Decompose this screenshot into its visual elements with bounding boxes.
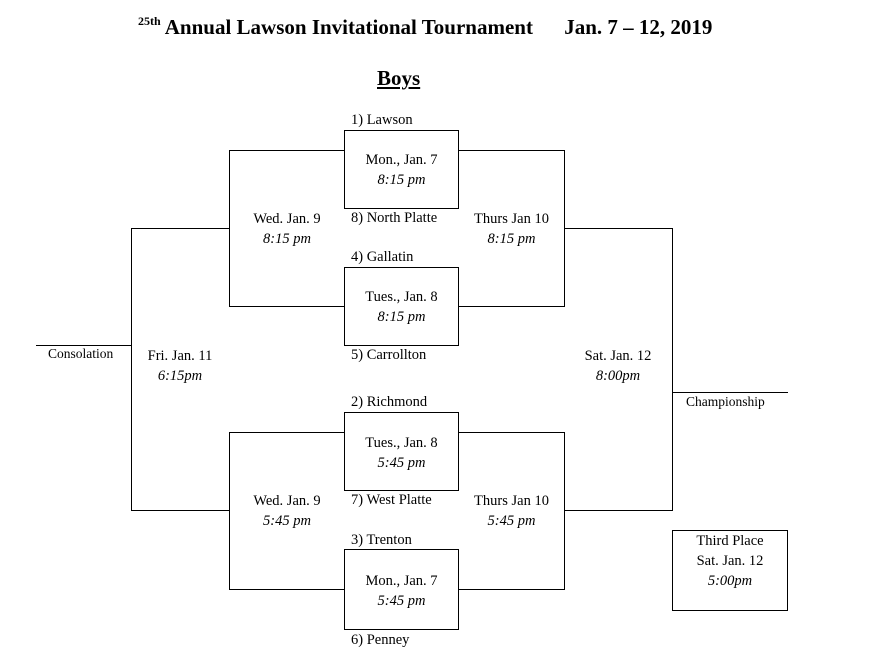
line <box>229 306 344 307</box>
game-time: 5:45 pm <box>377 593 426 609</box>
game-day: Thurs Jan 10 <box>474 211 549 227</box>
line <box>131 228 229 229</box>
game-consolation: Fri. Jan. 11 6:15pm <box>132 346 228 386</box>
game-third-place: Third Place Sat. Jan. 12 5:00pm <box>672 531 788 591</box>
game-time: 6:15pm <box>157 368 203 384</box>
game-day: Sat. Jan. 12 <box>696 553 764 569</box>
team-seed-5: 5) Carrollton <box>351 347 427 363</box>
game-box-first-3 <box>344 412 459 491</box>
line <box>229 150 344 151</box>
team-seed-3: 3) Trenton <box>351 532 412 548</box>
page-title: 25th Annual Lawson Invitational Tourname… <box>138 14 712 40</box>
line <box>459 589 564 590</box>
game-time: 8:00pm <box>595 368 641 384</box>
game-championship: Sat. Jan. 12 8:00pm <box>566 346 670 386</box>
line <box>564 228 672 229</box>
game-time: 5:00pm <box>707 573 753 589</box>
game-day: Mon., Jan. 7 <box>365 152 438 168</box>
game-day: Fri. Jan. 11 <box>147 348 213 364</box>
game-time: 5:45 pm <box>487 513 536 529</box>
game-cons-semi-bottom: Wed. Jan. 9 5:45 pm <box>231 491 343 531</box>
championship-label: Championship <box>686 394 765 409</box>
line <box>229 432 344 433</box>
game-day: Sat. Jan. 12 <box>584 348 652 364</box>
title-dates: Jan. 7 – 12, 2019 <box>564 15 713 39</box>
line <box>131 228 132 511</box>
game-box-first-2 <box>344 267 459 346</box>
game-time: 5:45 pm <box>377 455 426 471</box>
game-day: Thurs Jan 10 <box>474 493 549 509</box>
team-seed-1: 1) Lawson <box>351 112 413 128</box>
consolation-label: Consolation <box>48 346 114 361</box>
game-cons-semi-top: Wed. Jan. 9 8:15 pm <box>231 209 343 249</box>
game-time: 8:15 pm <box>377 172 426 188</box>
line <box>564 432 565 590</box>
game-day: Mon., Jan. 7 <box>365 573 438 589</box>
line <box>229 432 230 590</box>
game-time: 8:15 pm <box>263 231 311 247</box>
third-place-box <box>672 530 788 611</box>
team-seed-7: 7) West Platte <box>351 492 432 508</box>
line <box>459 432 564 433</box>
game-semi-bottom: Thurs Jan 10 5:45 pm <box>460 491 563 531</box>
line <box>229 150 230 307</box>
team-seed-6: 6) Penney <box>351 632 410 648</box>
team-seed-2: 2) Richmond <box>351 394 428 410</box>
game-day: Wed. Jan. 9 <box>253 493 321 509</box>
line <box>229 589 344 590</box>
game-time: 8:15 pm <box>377 309 426 325</box>
game-box-first-1 <box>344 130 459 209</box>
game-semi-top: Thurs Jan 10 8:15 pm <box>460 209 563 249</box>
line <box>36 345 131 346</box>
line <box>459 150 564 151</box>
game-day: Wed. Jan. 9 <box>253 211 321 227</box>
title-ordinal: 25th <box>138 14 161 28</box>
line <box>564 510 672 511</box>
division-heading: Boys <box>377 66 421 90</box>
game-day: Tues., Jan. 8 <box>365 289 438 305</box>
third-place-label: Third Place <box>696 533 764 549</box>
game-box-first-4 <box>344 549 459 630</box>
line <box>672 228 673 511</box>
game-first-2: Tues., Jan. 8 8:15 pm <box>344 287 459 327</box>
game-time: 8:15 pm <box>487 231 536 247</box>
game-first-1: Mon., Jan. 7 8:15 pm <box>344 150 459 190</box>
title-text: Annual Lawson Invitational Tournament <box>164 15 533 39</box>
line <box>672 392 788 393</box>
game-first-3: Tues., Jan. 8 5:45 pm <box>344 433 459 473</box>
line <box>131 510 229 511</box>
team-seed-4: 4) Gallatin <box>351 249 414 265</box>
line <box>459 306 564 307</box>
team-seed-8: 8) North Platte <box>351 210 438 226</box>
game-time: 5:45 pm <box>263 513 311 529</box>
game-first-4: Mon., Jan. 7 5:45 pm <box>344 571 459 611</box>
game-day: Tues., Jan. 8 <box>365 435 438 451</box>
